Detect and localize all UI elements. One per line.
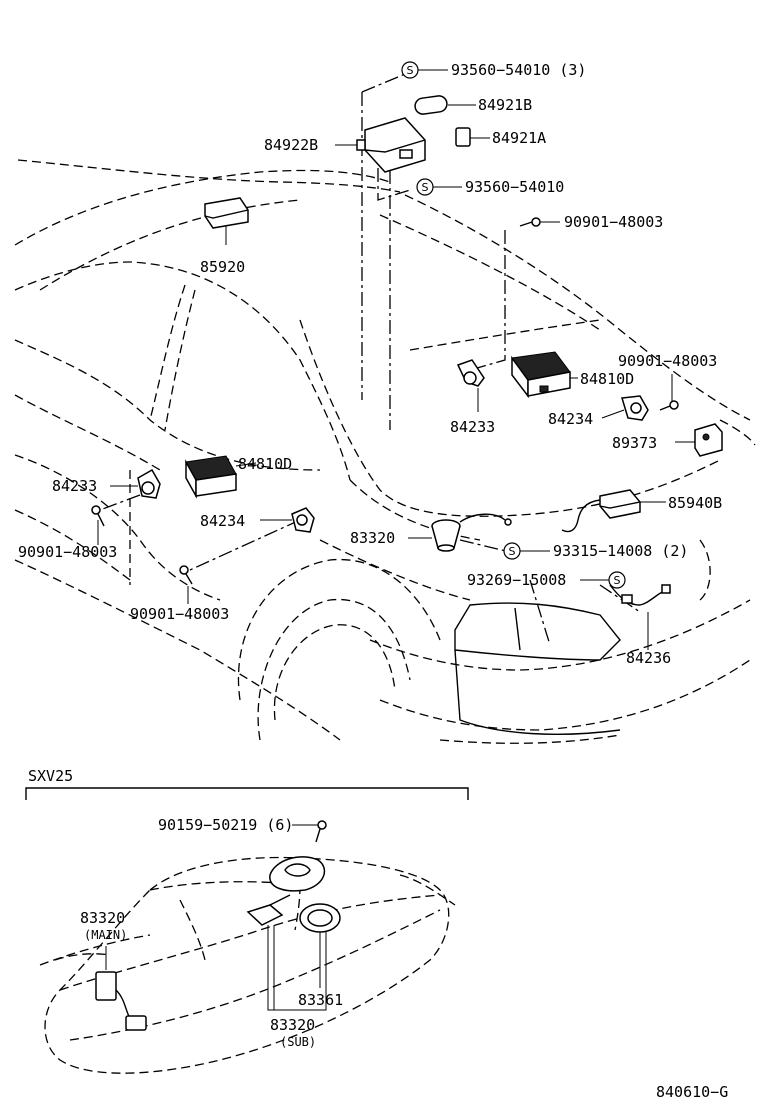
label-93315-14008-2: 93315−14008 (2): [553, 542, 688, 560]
part-84233-left-icon: [137, 468, 161, 499]
screw-90901-48003-d-icon: [179, 565, 193, 604]
label-85940B: 85940B: [668, 494, 722, 512]
part-84922B-icon: [356, 117, 426, 173]
label-83361: 83361: [298, 991, 343, 1009]
screw-90901-48003-a-icon: [519, 217, 541, 227]
s-symbol-2-icon: S: [416, 178, 434, 196]
part-83320-icon: [431, 513, 512, 552]
part-84921A-icon: [455, 127, 471, 147]
s-symbol-3-icon: S: [503, 542, 521, 560]
label-84921A: 84921A: [492, 129, 546, 147]
label-84810D-right: 84810D: [580, 370, 634, 388]
label-84236: 84236: [626, 649, 671, 667]
label-93560-54010-3: 93560−54010 (3): [451, 61, 586, 79]
label-main-note: (MAIN): [84, 928, 127, 942]
label-90901-48003-b: 90901−48003: [618, 352, 717, 370]
svg-text:S: S: [407, 64, 414, 77]
label-84922B: 84922B: [264, 136, 318, 154]
diagram-code: 840610−G: [656, 1083, 728, 1101]
label-83320: 83320: [350, 529, 395, 547]
label-84234-right: 84234: [548, 410, 593, 428]
label-90901-48003-a: 90901−48003: [564, 213, 663, 231]
part-84233-right-icon: [456, 359, 485, 412]
label-93269-15008: 93269−15008: [467, 571, 566, 589]
svg-text:S: S: [614, 574, 621, 587]
label-83320-sub: 83320: [270, 1016, 315, 1034]
part-84921B-icon: [414, 95, 448, 115]
screw-90901-48003-b-icon: [659, 374, 679, 411]
inset-sxv25: SXV25 90159−50219 (6) 833: [25, 767, 469, 1074]
label-93560-54010: 93560−54010: [465, 178, 564, 196]
label-sub-note: (SUB): [280, 1035, 316, 1049]
part-89373-icon: [694, 423, 723, 457]
part-84810D-right-icon: [511, 351, 571, 399]
leader-lines: [97, 69, 695, 581]
vehicle-outline: [14, 159, 756, 744]
svg-text:S: S: [422, 181, 429, 194]
svg-text:S: S: [509, 545, 516, 558]
s-symbol-4-icon: S: [608, 571, 626, 589]
label-90901-48003-d: 90901−48003: [130, 605, 229, 623]
label-90901-48003-c: 90901−48003: [18, 543, 117, 561]
inset-title: SXV25: [28, 767, 73, 785]
label-84233-left: 84233: [52, 477, 97, 495]
label-84810D-left: 84810D: [238, 455, 292, 473]
label-84234-left: 84234: [200, 512, 245, 530]
part-84234-left-icon: [291, 507, 315, 533]
part-84236-icon: [609, 584, 671, 650]
label-89373: 89373: [612, 434, 657, 452]
part-84810D-left-icon: [185, 455, 237, 499]
label-84233-right: 84233: [450, 418, 495, 436]
s-symbol-1-icon: S: [401, 61, 419, 79]
label-84921B: 84921B: [478, 96, 532, 114]
part-85920-icon: [204, 197, 249, 245]
label-85920: 85920: [200, 258, 245, 276]
label-90159-50219-6: 90159−50219 (6): [158, 816, 293, 834]
part-85940B-icon: [561, 489, 641, 533]
screw-90901-48003-c-icon: [91, 505, 105, 527]
part-labels: 93560−54010 (3) 84921B 84922B 84921A 935…: [18, 61, 722, 667]
assembly-lines: [99, 71, 641, 646]
label-83320-main: 83320: [80, 909, 125, 927]
part-84234-right-icon: [621, 395, 649, 421]
